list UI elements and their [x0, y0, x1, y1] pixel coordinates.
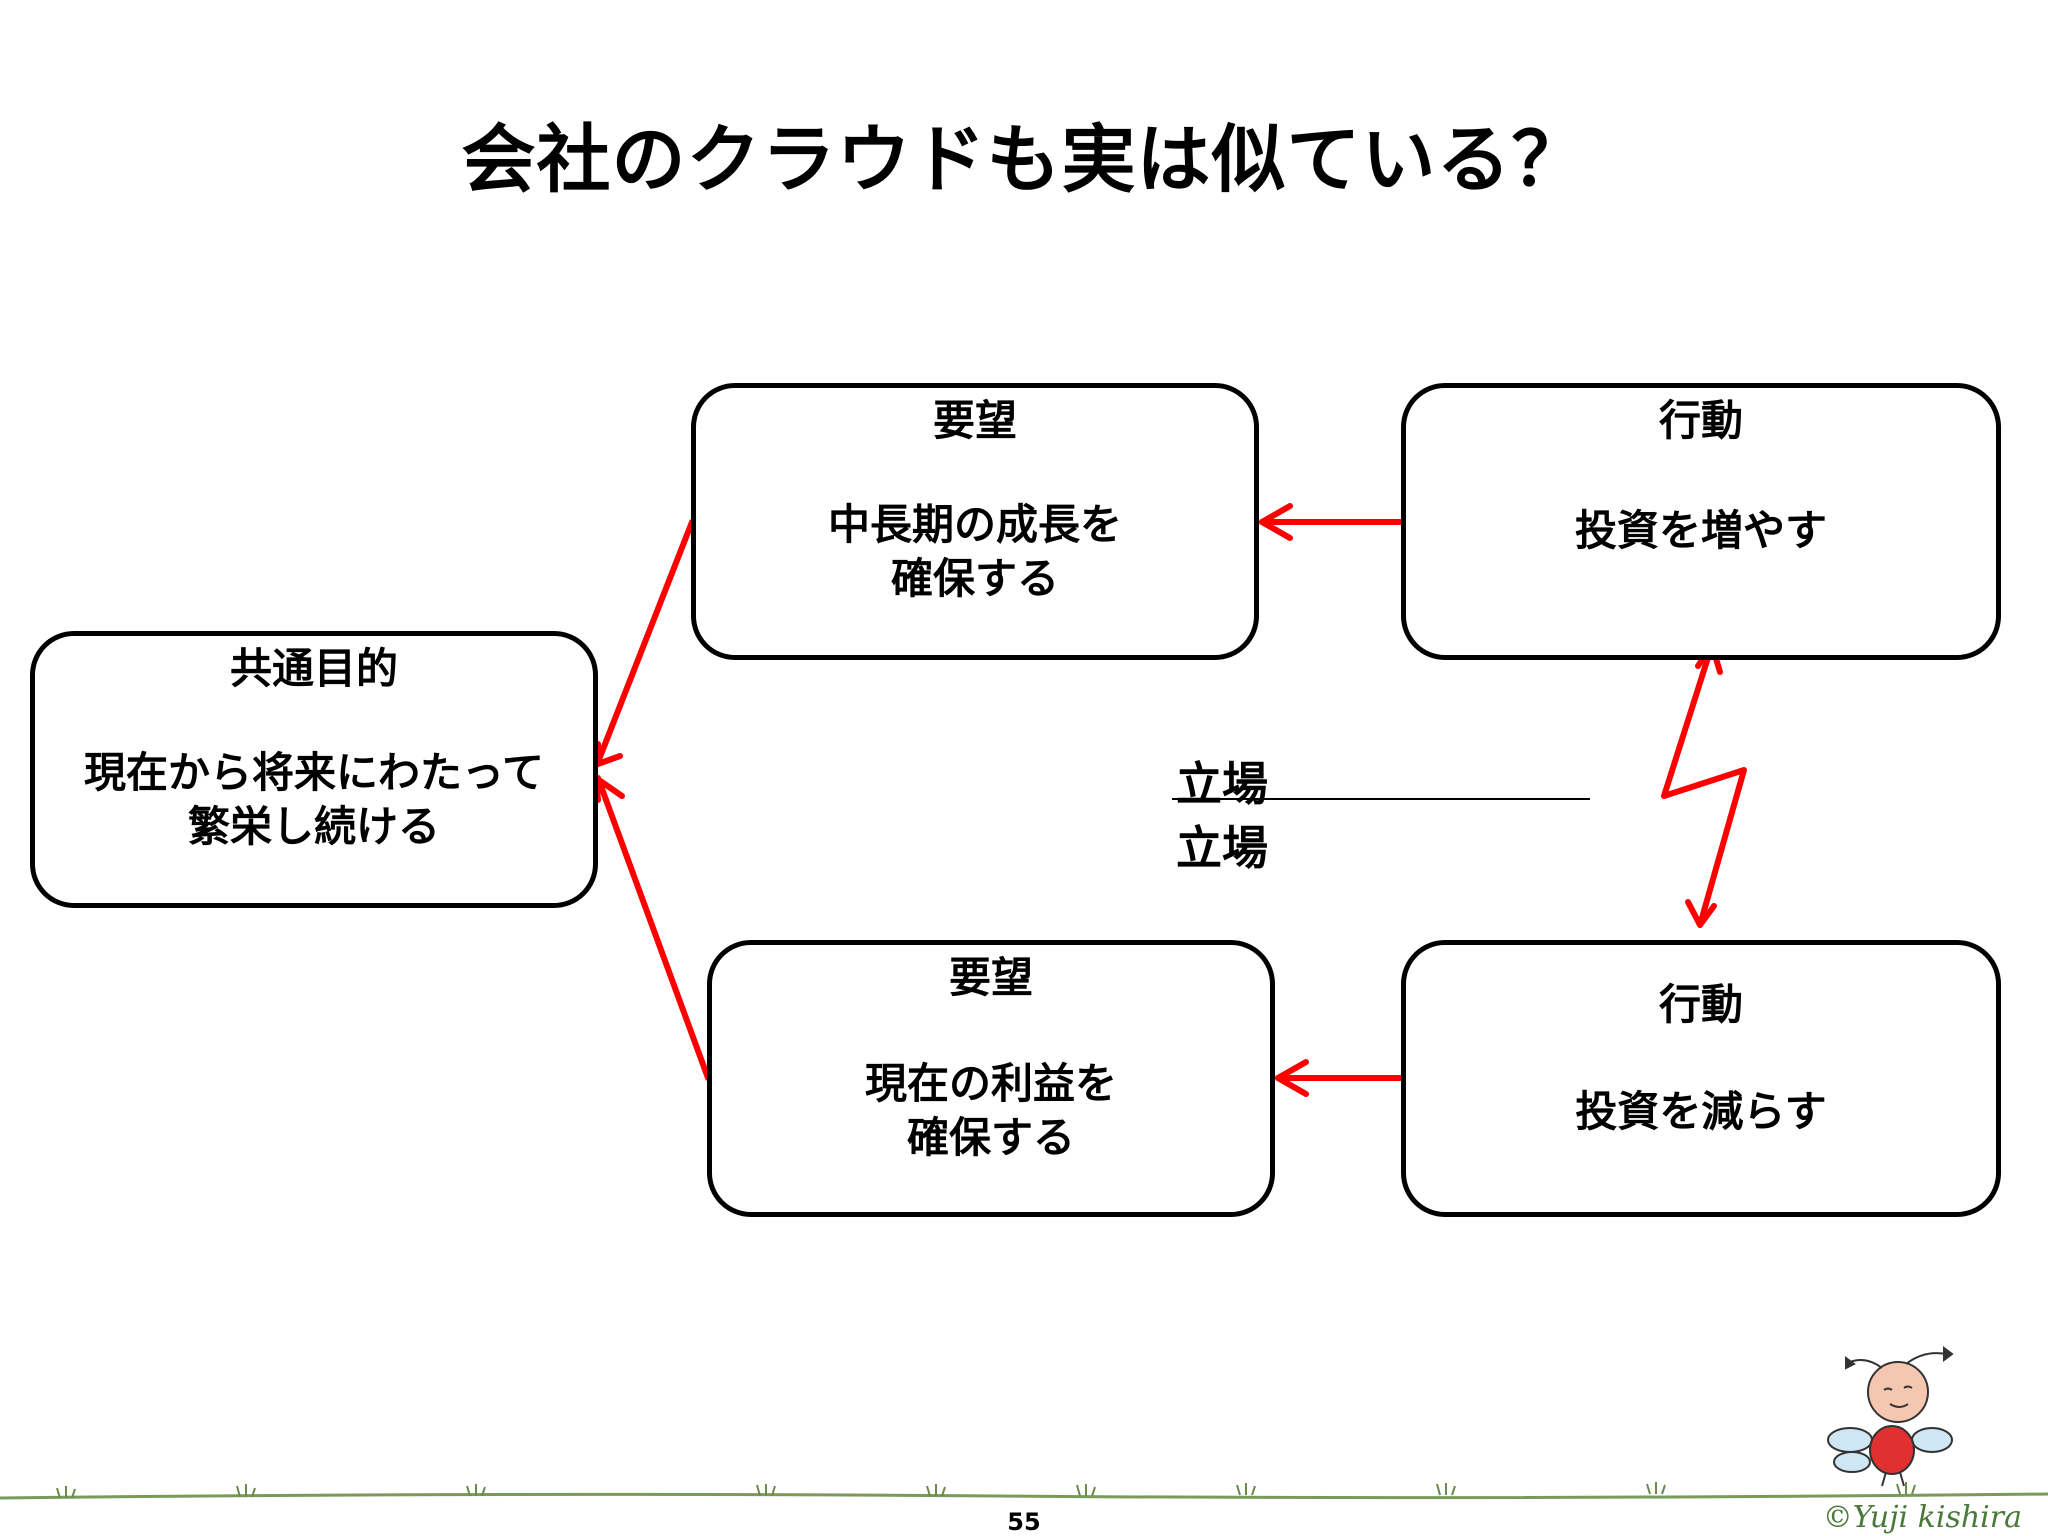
- goal-text: 現在から将来にわたって 繁栄し続ける: [84, 748, 544, 851]
- bee-mascot-illustration: [1827, 1346, 1954, 1487]
- action-top-text: 投資を増やす: [1574, 506, 1827, 555]
- action-top-box: 行動 投資を増やす: [1401, 383, 2001, 660]
- conflict-zigzag-arrow: [1661, 642, 1747, 928]
- arrowhead-goal-lower: [593, 775, 625, 803]
- request-bottom-box: 要望 現在の利益を 確保する: [707, 940, 1275, 1217]
- stance-bottom-label: 立場: [1176, 821, 1268, 875]
- arrowhead-request-top: [1259, 503, 1293, 541]
- arrowhead-goal-upper: [595, 741, 623, 767]
- page-number: 55: [1007, 1508, 1041, 1536]
- request-bottom-text: 現在の利益を 確保する: [864, 1059, 1117, 1162]
- copyright-signature: ©Yuji kishira: [1822, 1500, 2022, 1535]
- request-top-box: 要望 中長期の成長を 確保する: [691, 383, 1259, 660]
- action-bottom-box: 行動 投資を減らす: [1401, 940, 2001, 1217]
- goal-heading: 共通目的: [229, 644, 398, 693]
- action-bottom-heading: 行動: [1658, 980, 1743, 1029]
- arrow-request-top-to-goal: [595, 519, 695, 765]
- action-bottom-text: 投資を減らす: [1575, 1087, 1827, 1136]
- goal-box: 共通目的 現在から将来にわたって 繁栄し続ける: [30, 631, 598, 908]
- request-top-text: 中長期の成長を 確保する: [827, 500, 1122, 603]
- stance-divider-line: [1172, 798, 1590, 800]
- action-top-heading: 行動: [1658, 396, 1743, 445]
- grass-ground-line: [0, 1482, 2048, 1500]
- slide-title: 会社のクラウドも実は似ている？: [461, 117, 1587, 203]
- request-top-heading: 要望: [932, 396, 1017, 445]
- request-bottom-heading: 要望: [948, 953, 1033, 1002]
- stance-top-label: 立場: [1176, 757, 1268, 811]
- arrowhead-conflict-bottom: [1685, 899, 1717, 928]
- arrow-request-bottom-to-goal: [595, 775, 711, 1081]
- arrowhead-request-bottom: [1275, 1059, 1309, 1097]
